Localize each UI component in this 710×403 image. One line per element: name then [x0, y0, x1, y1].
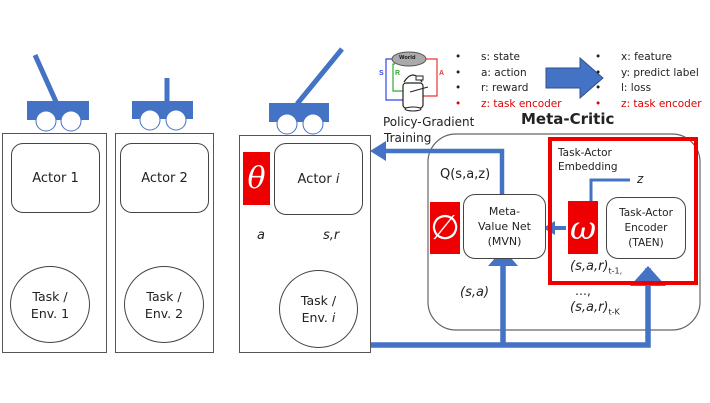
- task-env-i[interactable]: Task /Env. i: [279, 270, 358, 348]
- action-label: a: [257, 228, 265, 243]
- state-reward-label: s,r: [323, 228, 340, 243]
- rl-terms-list: •s: state •a: action •r: reward •z: task…: [455, 50, 562, 112]
- sl-term-label: •y: predict label: [595, 66, 699, 79]
- mvn-label: Meta-Value Net(MVN): [477, 205, 531, 248]
- history-t-minus-1: (s,a,r)t-1,: [570, 259, 623, 276]
- policy-gradient-arrowhead: [370, 141, 386, 161]
- history-ellipsis: …,: [575, 284, 591, 298]
- sa-label: (s,a): [460, 285, 490, 300]
- rl-term-task-encoder: •z: task encoder: [455, 97, 562, 110]
- actor-i-label: Actor i: [297, 171, 340, 187]
- actor-1-label: Actor 1: [32, 170, 79, 186]
- cart-2-wheel: [165, 109, 187, 131]
- cart-2: [132, 78, 193, 131]
- agent-base: [404, 106, 422, 112]
- history-t-minus-k: (s,a,r)t-K: [570, 300, 620, 317]
- rl-icon: [385, 51, 438, 112]
- task-actor-embedding-frame: [548, 137, 698, 285]
- actor-column-1: Actor 1 Task /Env. 1: [2, 133, 107, 353]
- task-env-1[interactable]: Task /Env. 1: [10, 266, 90, 343]
- cart-i-wheel: [276, 113, 298, 135]
- policy-gradient-arrow: [382, 148, 505, 197]
- actor-1-box[interactable]: Actor 1: [11, 143, 100, 213]
- policy-gradient-label: Policy-Gradient: [383, 115, 475, 129]
- task-env-2-label: Task /Env. 2: [144, 288, 184, 321]
- rl-term-reward: •r: reward: [455, 82, 529, 94]
- cart-1-wheel: [35, 110, 57, 132]
- r-label: R: [395, 70, 401, 77]
- cart-1-wheel: [60, 110, 82, 132]
- actor-2-label: Actor 2: [141, 170, 188, 186]
- z-line: [589, 178, 630, 204]
- agent-camera: [415, 75, 424, 81]
- task-env-1-label: Task /Env. 1: [30, 288, 70, 321]
- cart-1: [27, 53, 89, 132]
- s-loop: [385, 58, 405, 101]
- a-label: A: [439, 70, 445, 77]
- agent-body: [402, 82, 424, 109]
- theta-symbol: θ: [247, 161, 266, 196]
- omega-param-badge: ω: [568, 201, 598, 254]
- phi-symbol: ∅: [430, 208, 460, 248]
- theta-param-badge: θ: [243, 152, 270, 205]
- actor-2-box[interactable]: Actor 2: [120, 143, 209, 213]
- actor-i-box[interactable]: Actor i: [274, 143, 363, 215]
- meta-critic-frame: [427, 133, 701, 331]
- z-label: z: [637, 172, 644, 186]
- cart-i-wheel: [302, 113, 324, 135]
- task-env-2[interactable]: Task /Env. 2: [124, 266, 204, 343]
- r-loop: [392, 63, 403, 92]
- q-value-label: Q(s,a,z): [440, 167, 491, 182]
- task-env-i-label: Task /Env. i: [300, 293, 337, 325]
- rl-term-action: •a: action: [455, 66, 527, 79]
- cart-2-wheel: [139, 109, 161, 131]
- agent-arm: [409, 86, 429, 93]
- actor-column-2: Actor 2 Task /Env. 2: [115, 133, 214, 353]
- sl-terms-list: •x: feature •y: predict label •l: loss •…: [595, 50, 702, 112]
- sl-term-task-encoder: •z: task encoder: [595, 97, 702, 110]
- training-label: Training: [384, 131, 432, 145]
- phi-param-badge: ∅: [430, 202, 460, 254]
- sl-term-feature: •x: feature: [595, 51, 672, 63]
- rl-term-state: •s: state: [455, 51, 520, 63]
- cart-1-pole: [32, 53, 60, 106]
- meta-critic-title: Meta-Critic: [521, 110, 615, 128]
- omega-symbol: ω: [569, 208, 597, 247]
- sl-term-loss: •l: loss: [595, 82, 652, 94]
- s-label: S: [379, 70, 384, 77]
- meta-value-net-box[interactable]: Meta-Value Net(MVN): [463, 194, 546, 259]
- world-label: World: [399, 55, 416, 61]
- rl-to-sl-arrow: [545, 56, 604, 100]
- data-bus-line: [370, 268, 651, 348]
- cart-i: [269, 47, 344, 135]
- a-loop: [422, 58, 438, 97]
- cart-i-pole: [295, 47, 344, 106]
